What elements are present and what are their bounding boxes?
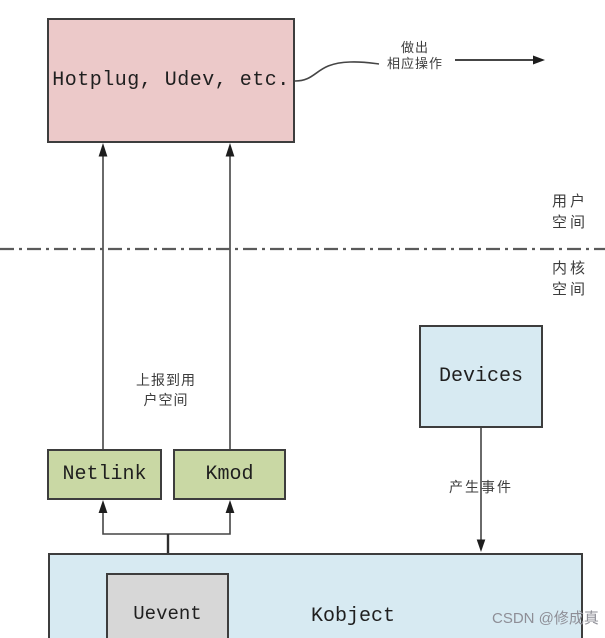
user-space-line1: 用户 [551,192,588,210]
report-label-line1: 上报到用 [136,373,196,389]
arrowhead-right-icon [533,55,545,65]
uevent-label: Uevent [133,603,202,625]
kmod-to-hotplug-arrow [225,143,235,449]
arrowhead-up-icon [225,500,235,513]
generate-event-text: 产生事件 [449,480,513,496]
devices-label: Devices [438,365,523,388]
kernel-space-line2: 空间 [551,280,588,298]
csdn-watermark: CSDN @修成真 [492,610,599,627]
kmod-box: Kmod [173,449,286,500]
report-to-userspace-label: 上报到用 户空间 [118,371,214,411]
devices-box: Devices [419,325,543,428]
user-space-line2: 空间 [551,213,588,231]
kmod-label: Kmod [205,463,254,486]
action-arrow [455,55,545,65]
hotplug-udev-box: Hotplug, Udev, etc. [47,18,295,143]
netlink-box: Netlink [47,449,162,500]
arrowhead-up-icon [98,143,108,157]
generate-event-label: 产生事件 [433,478,529,498]
kernel-space-label: 内核 空间 [546,258,594,300]
action-label: 做出 相应操作 [366,41,464,73]
netlink-label: Netlink [62,463,147,486]
user-space-label: 用户 空间 [546,191,594,233]
action-label-line2: 相应操作 [386,57,443,72]
arrowhead-up-icon [98,500,108,513]
arrowhead-down-icon [476,539,486,552]
netlink-to-hotplug-arrow [98,143,108,449]
hotplug-udev-label: Hotplug, Udev, etc. [52,69,290,92]
action-label-line1: 做出 [400,41,429,56]
arrowhead-up-icon [225,143,235,157]
kernel-space-line1: 内核 [551,259,588,277]
report-label-line2: 户空间 [143,393,189,409]
kobject-label: Kobject [310,605,395,628]
uevent-box: Uevent [106,573,229,638]
